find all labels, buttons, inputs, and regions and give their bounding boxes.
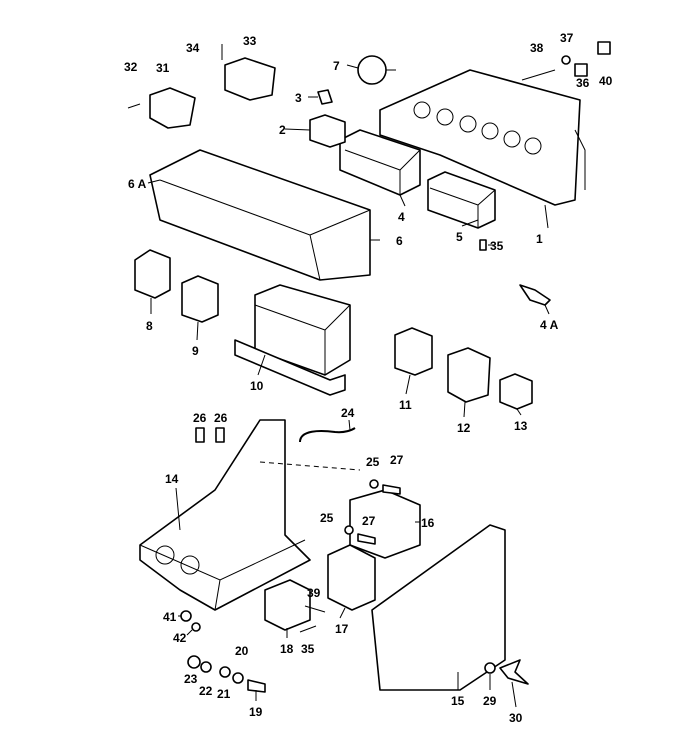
part-6-cover [149,149,371,281]
label-3: 3 [295,91,302,105]
part-33-relay [224,57,276,101]
part-10-control-unit [234,284,351,396]
part-35-fuse [299,625,317,633]
part-32-screw [127,103,141,109]
label-21: 21 [217,687,231,701]
part-39-screw [304,605,326,613]
label-22: 22 [199,684,213,698]
label-1: 1 [536,232,543,246]
label-19: 19 [249,705,263,719]
label-17: 17 [335,622,349,636]
label-8: 8 [146,319,153,333]
part-25-washer [344,525,354,535]
part-26-clip [215,427,225,443]
label-9: 9 [192,344,199,358]
part-4a-bulb [519,284,551,306]
label-27: 27 [362,514,376,528]
part-35-fuse [479,239,487,251]
label-39: 39 [307,586,321,600]
label-4a: 4 A [540,318,559,332]
label-16: 16 [421,516,435,530]
label-33: 33 [243,34,257,48]
label-24: 24 [341,406,355,420]
label-11: 11 [399,398,412,412]
label-26: 26 [214,411,228,425]
part-17-relay [327,544,376,611]
part-25-washer [369,479,379,489]
leader-lines [147,64,550,708]
part-1-fuse-plate [379,69,586,206]
part-21-washer [219,666,231,678]
label-34: 34 [186,41,200,55]
label-41: 41 [163,610,177,624]
label-32: 32 [124,60,138,74]
label-5: 5 [456,230,463,244]
part-36-grommet [574,63,588,77]
part-2-fuse-holder [309,114,346,148]
part-15-cover [371,524,506,691]
label-6: 6 [396,234,403,248]
part-26-clip [195,427,205,443]
label-27: 27 [390,453,404,467]
label-12: 12 [457,421,471,435]
part-30-wing-nut [499,659,529,685]
part-19-bolt [247,679,266,693]
part-27-bolt [382,484,401,495]
part-14-bracket [139,419,361,611]
label-26: 26 [193,411,207,425]
part-20-washer [232,672,244,684]
part-38-screw [521,69,556,81]
label-20: 20 [235,644,249,658]
part-8-relay [134,249,171,299]
label-18: 18 [280,642,294,656]
label-37: 37 [560,31,574,45]
label-10: 10 [250,379,264,393]
label-30: 30 [509,711,523,725]
part-41-nut [180,610,192,622]
label-35: 35 [490,239,504,253]
label-25: 25 [320,511,334,525]
part-12-relay [447,347,491,403]
label-13: 13 [514,419,528,433]
part-24-ground-strap [299,427,356,443]
label-4: 4 [398,210,405,224]
part-27-bolt [357,533,376,545]
part-11-relay [394,327,433,376]
part-4-fuse-strip [339,129,421,196]
label-14: 14 [165,472,179,486]
part-31-relay [149,87,196,129]
label-25: 25 [366,455,380,469]
label-42: 42 [173,631,187,645]
part-3-clip [317,89,333,105]
label-23: 23 [184,672,198,686]
part-37-washer [561,55,571,65]
part-22-washer [200,661,212,673]
part-5-fuse-strip [427,171,496,229]
part-13-relay [499,373,533,410]
label-38: 38 [530,41,544,55]
part-7-switch [357,55,396,85]
label-35: 35 [301,642,315,656]
label-7: 7 [333,59,340,73]
part-29-washer [484,662,496,674]
label-15: 15 [451,694,465,708]
label-29: 29 [483,694,497,708]
label-2: 2 [279,123,286,137]
part-18-socket [264,579,311,631]
label-40: 40 [599,74,613,88]
part-9-relay [181,275,219,323]
label-36: 36 [576,76,590,90]
label-31: 31 [156,61,170,75]
part-16-relay [349,489,421,559]
part-40-nut [597,41,611,55]
part-42-washer [191,622,201,632]
part-23-nut [187,655,201,669]
part-labels: 1 2 3 4 4 A 5 6 6 A 7 8 9 10 11 12 13 14… [124,31,613,725]
label-6a: 6 A [128,177,147,191]
